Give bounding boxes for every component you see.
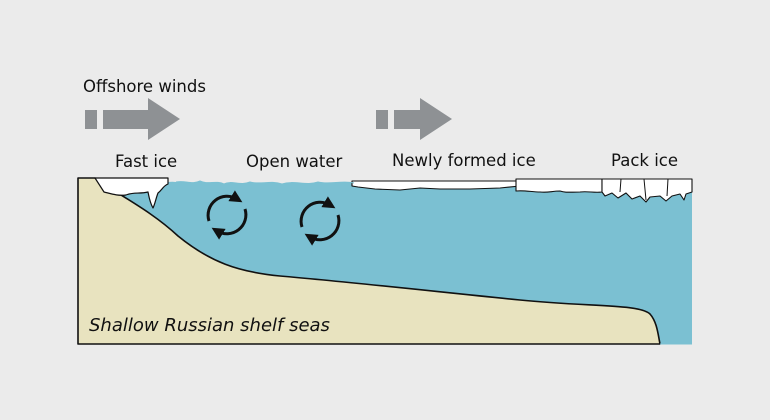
newly-formed-ice-label: Newly formed ice <box>392 151 536 170</box>
circulation-eddy-right-icon <box>299 196 341 246</box>
pack-ice <box>601 178 693 203</box>
newly-formed-ice <box>351 180 521 191</box>
wind-arrow-right-icon <box>376 98 452 140</box>
pack-ice-label: Pack ice <box>611 151 678 170</box>
fast-ice-label: Fast ice <box>115 152 177 171</box>
fast-ice <box>94 177 169 209</box>
water-surface-line <box>175 180 355 185</box>
offshore-winds-label: Offshore winds <box>83 77 206 96</box>
seabed <box>77 177 661 345</box>
circulation-eddy-left-icon <box>206 190 248 240</box>
wind-arrow-left-icon <box>85 98 180 140</box>
shelf-seas-label: Shallow Russian shelf seas <box>89 315 330 336</box>
pack-ice-cracks <box>619 178 669 201</box>
newly-formed-ice-thick <box>515 178 603 193</box>
open-water-label: Open water <box>246 152 343 171</box>
